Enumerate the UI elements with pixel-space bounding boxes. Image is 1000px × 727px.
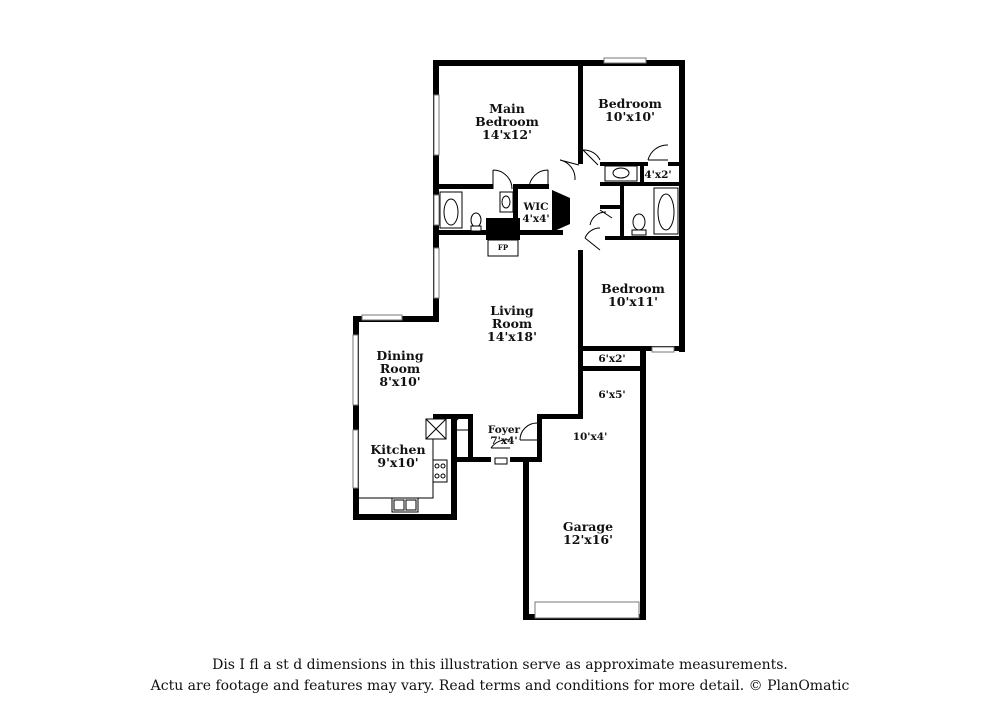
disclaimer-line-1: Dis I fl a st d dimensions in this illus… bbox=[212, 657, 788, 673]
floor-plan: Main Bedroom 14'x12' Bedroom 10'x10' 4'x… bbox=[352, 57, 685, 620]
windows bbox=[352, 57, 675, 619]
kitchen-label: Kitchen bbox=[370, 442, 425, 457]
foyer-size: 7'x4' bbox=[490, 435, 517, 447]
living-room-size: 14'x18' bbox=[487, 329, 537, 344]
bedroom-e-label: Bedroom bbox=[601, 281, 665, 296]
living-room-label: Living bbox=[490, 303, 534, 318]
bedroom-ne-label: Bedroom bbox=[598, 96, 662, 111]
main-bedroom-size: 14'x12' bbox=[482, 127, 532, 142]
dining-room-label-2: Room bbox=[380, 361, 420, 376]
bedroom-e-size: 10'x11' bbox=[608, 294, 658, 309]
wic-size: 4'x4' bbox=[522, 213, 549, 225]
closet-ne-size: 4'x2' bbox=[644, 169, 671, 181]
foyer-label: Foyer bbox=[488, 424, 521, 436]
room-labels: Main Bedroom 14'x12' Bedroom 10'x10' 4'x… bbox=[370, 96, 671, 547]
living-room-label-2: Room bbox=[492, 316, 532, 331]
wic-label: WIC bbox=[522, 201, 548, 213]
fireplace-label: FP bbox=[498, 243, 509, 252]
disclaimer: Dis I fl a st d dimensions in this illus… bbox=[0, 655, 1000, 697]
laundry-size: 6'x5' bbox=[598, 389, 625, 401]
hall-size: 10'x4' bbox=[573, 431, 608, 443]
garage-label: Garage bbox=[563, 519, 613, 534]
main-bedroom-label-2: Bedroom bbox=[475, 114, 539, 129]
garage-size: 12'x16' bbox=[563, 532, 613, 547]
kitchen-size: 9'x10' bbox=[377, 455, 418, 470]
dining-room-label: Dining bbox=[376, 348, 424, 363]
doors bbox=[452, 144, 669, 465]
bedroom-ne-size: 10'x10' bbox=[605, 109, 655, 124]
closet-mid-size: 6'x2' bbox=[598, 353, 625, 365]
disclaimer-line-2: Actu are footage and features may vary. … bbox=[150, 678, 850, 694]
main-bedroom-label: Main bbox=[489, 101, 525, 116]
fireplace-hearth bbox=[487, 239, 519, 257]
dining-room-size: 8'x10' bbox=[379, 374, 420, 389]
fixtures bbox=[358, 165, 679, 513]
